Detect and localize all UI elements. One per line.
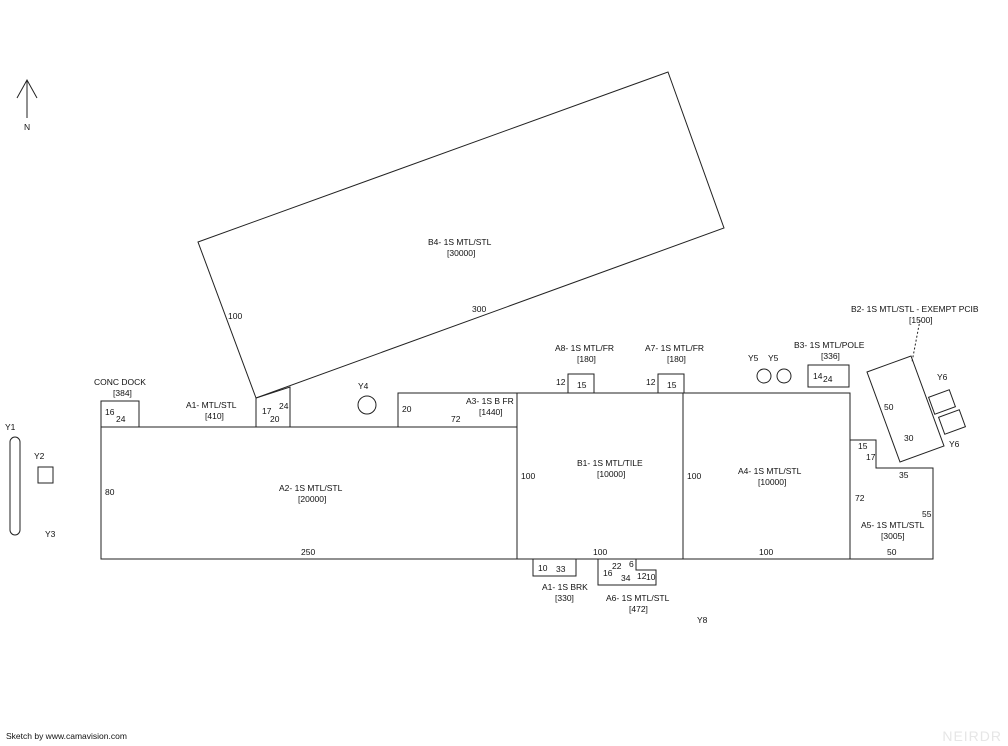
conc-dock-dim-b: 24 [116, 414, 126, 424]
a7-name: A7- 1S MTL/FR [645, 343, 704, 353]
a4-name: A4- 1S MTL/STL [738, 466, 802, 476]
north-arrow-icon [16, 78, 38, 118]
a1-top-area: [410] [205, 411, 224, 421]
a1-top-dim-a: 17 [262, 406, 272, 416]
a1-brk-area: [330] [555, 593, 574, 603]
a8-area: [180] [577, 354, 596, 364]
b4-dim-bottom: 300 [472, 304, 486, 314]
a1-top-dim-c: 24 [279, 401, 289, 411]
a7-outline [657, 373, 685, 394]
a8-dim-a: 12 [556, 377, 566, 387]
b2-area: [1500] [909, 315, 933, 325]
b2-dim-bottom: 30 [904, 433, 914, 443]
a6-dim-a: 16 [603, 568, 613, 578]
conc-dock-name: CONC DOCK [94, 377, 146, 387]
y5-circle-right [776, 368, 792, 384]
b2-leader-line [911, 319, 921, 363]
y6-label-upper: Y6 [937, 372, 948, 382]
b3-dim-a: 14 [813, 371, 823, 381]
a5-dim-a: 15 [858, 441, 868, 451]
a3-outline [397, 392, 518, 428]
footer-credit: Sketch by www.camavision.com [6, 731, 127, 741]
a8-dim-b: 15 [577, 380, 587, 390]
a1-brk-dim-a: 10 [538, 563, 548, 573]
b3-dim-b: 24 [823, 374, 833, 384]
a6-dim-f: 10 [646, 572, 656, 582]
b1-dim-left: 100 [521, 471, 535, 481]
b3-area: [336] [821, 351, 840, 361]
a6-dim-d: 34 [621, 573, 631, 583]
b3-name: B3- 1S MTL/POLE [794, 340, 865, 350]
a4-dim-bottom: 100 [759, 547, 773, 557]
b4-outline [197, 71, 725, 399]
y6-square-lower [937, 409, 967, 435]
y5-label-left: Y5 [748, 353, 759, 363]
a2-area: [20000] [298, 494, 326, 504]
y4-circle [357, 395, 377, 415]
a7-area: [180] [667, 354, 686, 364]
a2-dim-left: 80 [105, 487, 115, 497]
y5-label-right: Y5 [768, 353, 779, 363]
y8-label: Y8 [697, 615, 708, 625]
y1-label: Y1 [5, 422, 16, 432]
a4-dim-left: 100 [687, 471, 701, 481]
b1-area: [10000] [597, 469, 625, 479]
a3-dim-b: 72 [451, 414, 461, 424]
b2-outline [866, 355, 945, 463]
a6-dim-b: 22 [612, 561, 622, 571]
a3-area: [1440] [479, 407, 503, 417]
b3-outline [807, 364, 850, 388]
a5-area: [3005] [881, 531, 905, 541]
b4-area: [30000] [447, 248, 475, 258]
a1-brk-name: A1- 1S BRK [542, 582, 588, 592]
y4-label: Y4 [358, 381, 369, 391]
b4-dim-side: 100 [228, 311, 242, 321]
y3-label: Y3 [45, 529, 56, 539]
a5-dim-b: 17 [866, 452, 876, 462]
a3-dim-a: 20 [402, 404, 412, 414]
a2-name: A2- 1S MTL/STL [279, 483, 343, 493]
a7-dim-a: 12 [646, 377, 656, 387]
a1-brk-outline [532, 558, 577, 577]
y2-label: Y2 [34, 451, 45, 461]
a5-name: A5- 1S MTL/STL [861, 520, 925, 530]
a5-dim-d: 72 [855, 493, 865, 503]
a5-dim-e: 55 [922, 509, 932, 519]
a8-outline [567, 373, 595, 394]
a2-dim-bottom: 250 [301, 547, 315, 557]
conc-dock-area: [384] [113, 388, 132, 398]
a7-dim-b: 15 [667, 380, 677, 390]
a5-dim-c: 35 [899, 470, 909, 480]
y5-circle-left [756, 368, 772, 384]
b2-name: B2- 1S MTL/STL - EXEMPT PCIB [851, 304, 979, 314]
a8-name: A8- 1S MTL/FR [555, 343, 614, 353]
y6-square-upper [927, 389, 957, 415]
conc-dock-dim-a: 16 [105, 407, 115, 417]
a1-top-outline [255, 386, 291, 428]
b1-dim-bottom: 100 [593, 547, 607, 557]
a1-top-name: A1- MTL/STL [186, 400, 237, 410]
y6-label-lower: Y6 [949, 439, 960, 449]
a3-name: A3- 1S B FR [466, 396, 514, 406]
y2-shape [37, 466, 54, 484]
a4-area: [10000] [758, 477, 786, 487]
b1-name: B1- 1S MTL/TILE [577, 458, 643, 468]
b2-dim-left: 50 [884, 402, 894, 412]
a6-area: [472] [629, 604, 648, 614]
watermark: NEIRDR [942, 728, 1002, 744]
a6-dim-c: 6 [629, 559, 634, 569]
north-label: N [24, 122, 30, 132]
b4-name: B4- 1S MTL/STL [428, 237, 492, 247]
conc-dock-outline [100, 400, 140, 428]
y1-shape [9, 436, 21, 536]
a5-dim-f: 50 [887, 547, 897, 557]
a6-dim-e: 12 [637, 571, 647, 581]
a6-outline [597, 558, 657, 586]
a1-brk-dim-b: 33 [556, 564, 566, 574]
a6-name: A6- 1S MTL/STL [606, 593, 670, 603]
a1-top-dim-b: 20 [270, 414, 280, 424]
